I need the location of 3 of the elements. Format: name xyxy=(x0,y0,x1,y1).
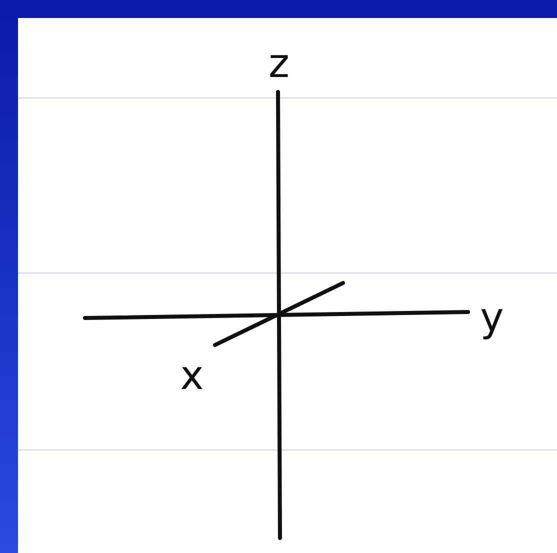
axis-label: y xyxy=(480,298,504,338)
axis-label: z xyxy=(268,44,290,84)
axis-label: x xyxy=(180,356,204,396)
